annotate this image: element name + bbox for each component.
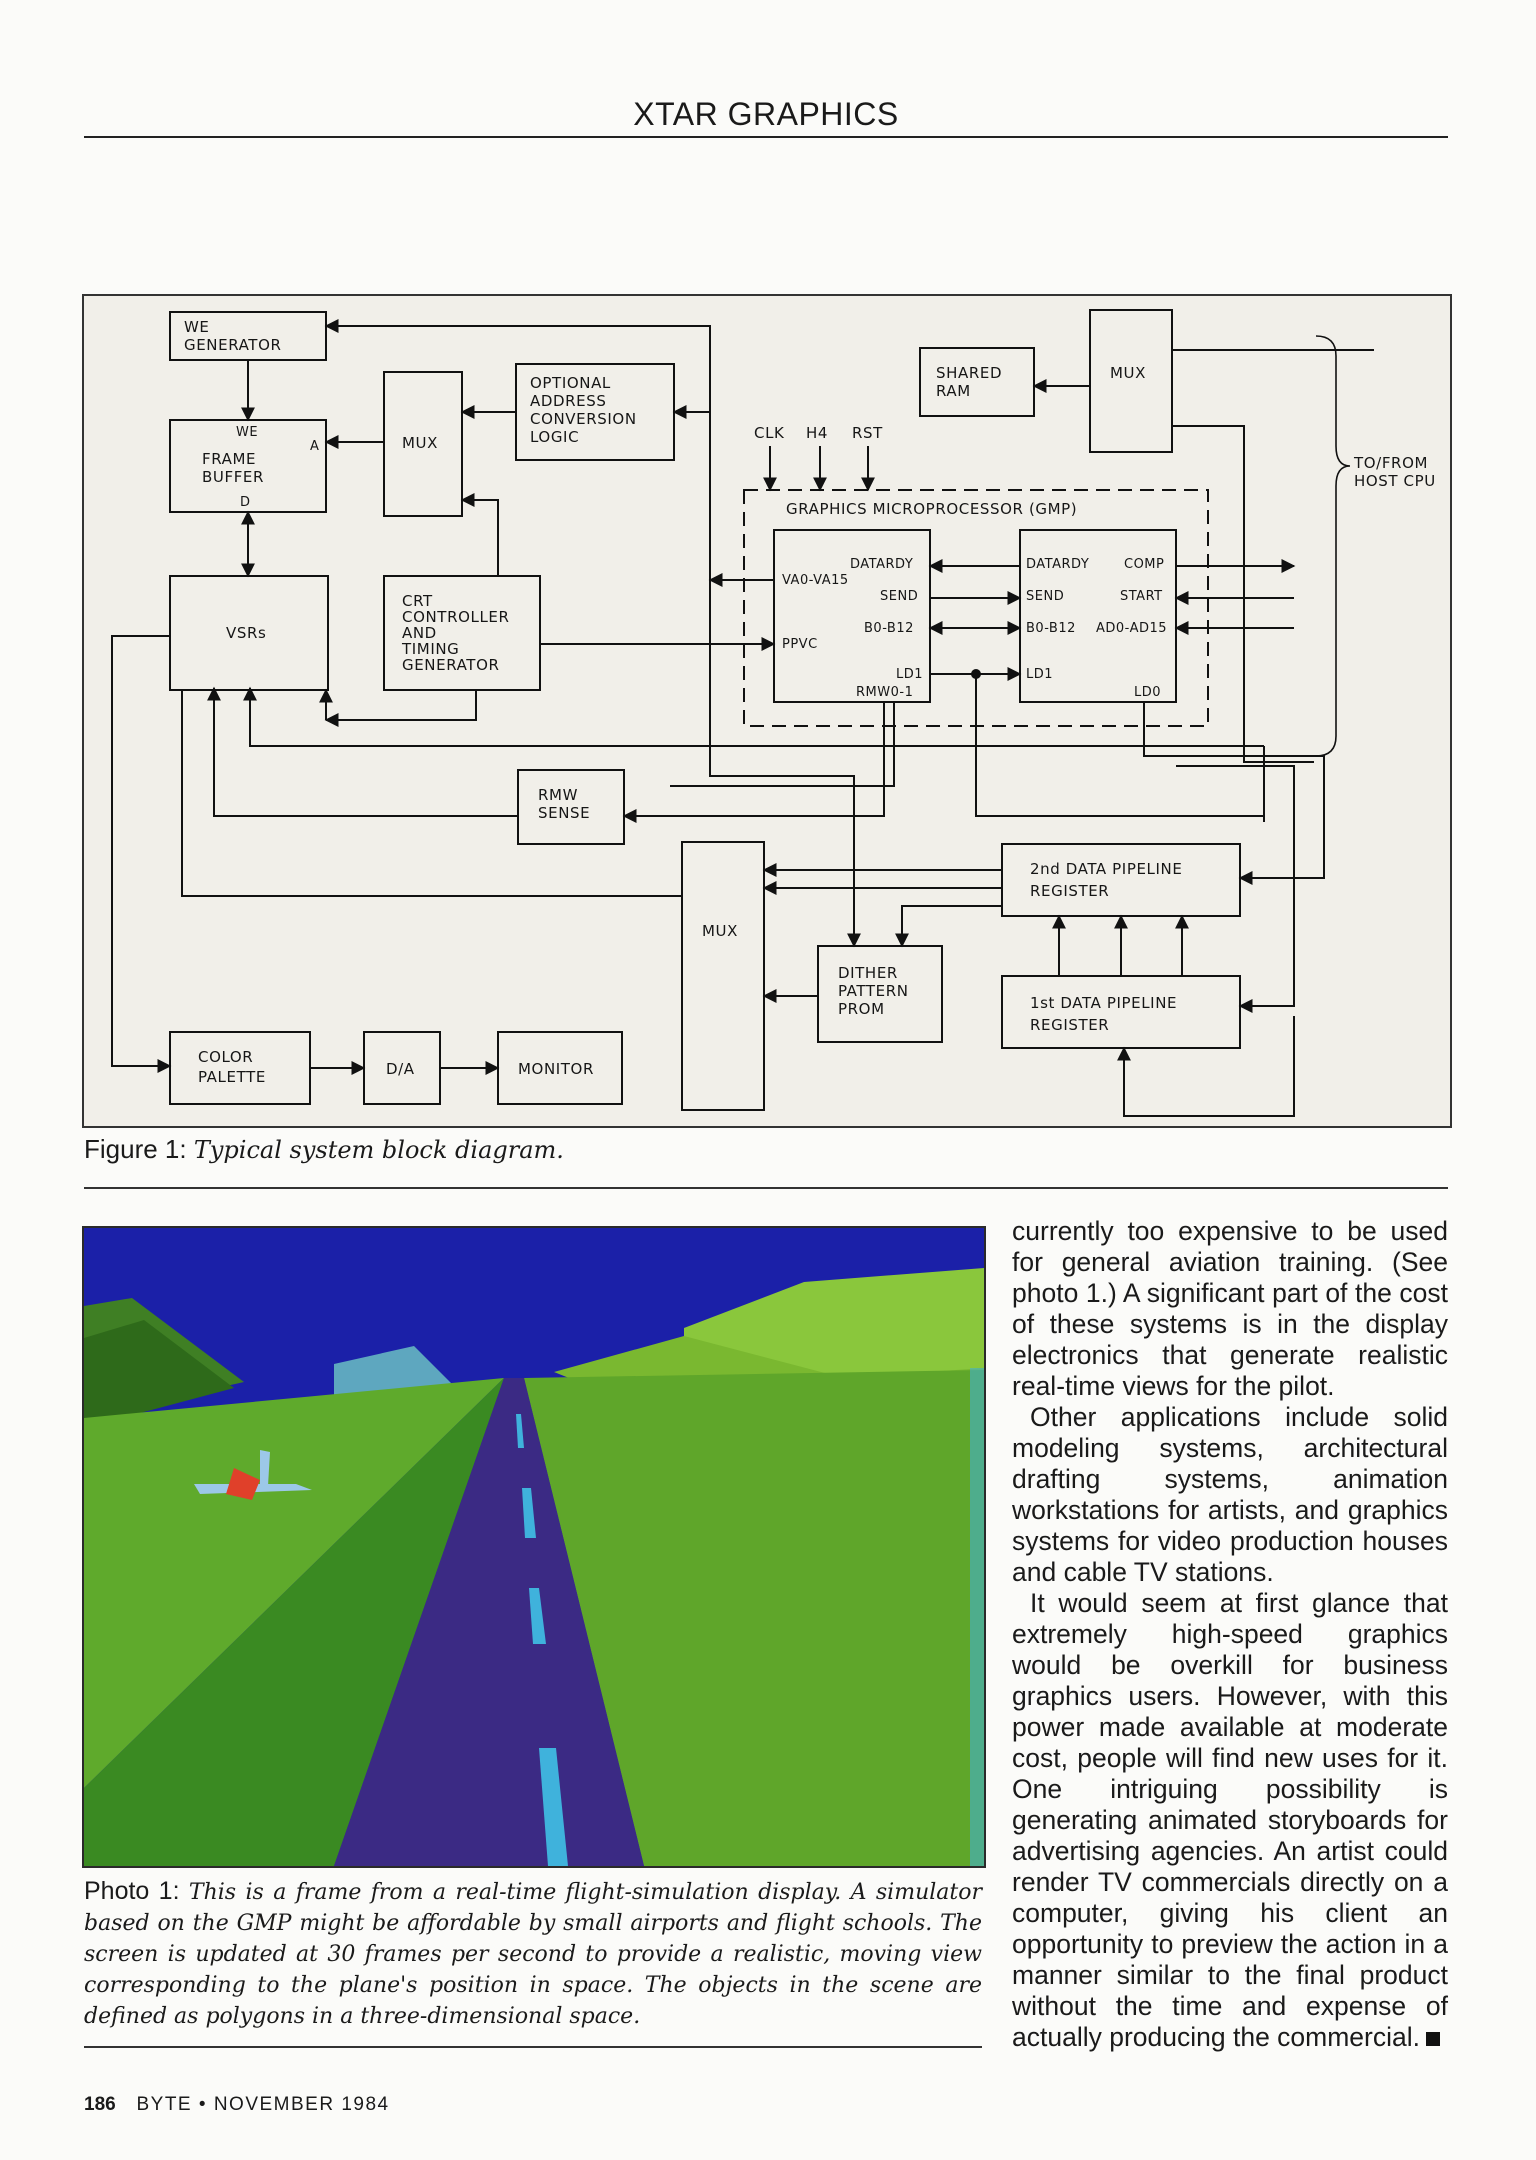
- clk-label: CLK: [754, 424, 785, 442]
- frame-buffer-a-label: A: [310, 439, 319, 454]
- frame-buffer-label-2: BUFFER: [202, 468, 264, 486]
- shared-ram-label-2: RAM: [936, 382, 971, 400]
- crt-label-1: CRT: [402, 592, 433, 610]
- pipeline-1-label-1: 1st DATA PIPELINE: [1030, 994, 1177, 1012]
- figure-1-caption: Figure 1: Typical system block diagram.: [84, 1134, 564, 1165]
- folio-text: BYTE • NOVEMBER 1984: [136, 2094, 390, 2115]
- gmp-left-chip: [773, 529, 931, 703]
- photo-1-caption: Photo 1: This is a frame from a real-tim…: [84, 1876, 982, 2032]
- figure-1-caption-label: Figure 1:: [84, 1134, 187, 1164]
- gmp-left-pin-datardy: DATARDY: [850, 557, 913, 572]
- gmp-left-pin-ld1: LD1: [896, 667, 923, 682]
- gmp-left-pin-ppvc: PPVC: [782, 637, 818, 652]
- body-paragraph-3: It would seem at first glance that extre…: [1012, 1588, 1448, 2052]
- photo-1-caption-label: Photo 1:: [84, 1877, 180, 1905]
- dither-label-2: PATTERN: [838, 982, 909, 1000]
- running-head: XTAR GRAPHICS: [633, 96, 899, 132]
- pipeline-1-block: [1001, 975, 1241, 1049]
- gmp-left-pin-send: SEND: [880, 589, 918, 604]
- flight-sim-scene: [84, 1228, 984, 1866]
- dither-label-3: PROM: [838, 1000, 885, 1018]
- figure-1-block-diagram: WE GENERATOR WE A FRAME BUFFER D MUX OPT…: [82, 294, 1452, 1128]
- frame-buffer-d-label: D: [240, 495, 251, 510]
- h4-label: H4: [806, 424, 828, 442]
- photo-1-flight-simulation: [82, 1226, 986, 1868]
- gmp-right-pin-comp: COMP: [1124, 557, 1164, 572]
- crt-label-3: AND: [402, 624, 437, 642]
- gmp-right-pin-send: SEND: [1026, 589, 1064, 604]
- dither-prom-block: [817, 945, 943, 1043]
- mux-top-label: MUX: [1110, 364, 1146, 382]
- host-cpu-label-2: HOST CPU: [1354, 472, 1436, 490]
- frame-buffer-we-label: WE: [236, 425, 258, 440]
- optional-logic-label-3: CONVERSION: [530, 410, 637, 428]
- gmp-right-chip: [1019, 529, 1177, 703]
- crt-controller-block: [383, 575, 541, 691]
- page-footer: 186 BYTE • NOVEMBER 1984: [84, 2094, 390, 2116]
- rmw-sense-block: [517, 769, 625, 845]
- pipeline-2-label-1: 2nd DATA PIPELINE: [1030, 860, 1182, 878]
- photo-rule: [84, 2046, 982, 2048]
- host-cpu-label-1: TO/FROM: [1353, 454, 1428, 472]
- body-paragraph-1: currently too expensive to be used for g…: [1012, 1216, 1448, 1401]
- color-palette-label-1: COLOR: [198, 1048, 253, 1066]
- pipeline-2-block: [1001, 843, 1241, 917]
- body-paragraph-3-wrap: It would seem at first glance that extre…: [1012, 1588, 1448, 2053]
- optional-logic-label-1: OPTIONAL: [530, 374, 611, 392]
- crt-label-5: GENERATOR: [402, 656, 500, 674]
- frame-buffer-label-1: FRAME: [202, 450, 256, 468]
- rmw-sense-label-1: RMW: [538, 786, 578, 804]
- gmp-right-pin-start: START: [1120, 589, 1163, 604]
- header-rule: [84, 136, 1448, 138]
- dither-label-1: DITHER: [838, 964, 898, 982]
- gmp-right-pin-ld0: LD0: [1134, 685, 1161, 700]
- body-paragraph-2: Other applications include solid modelin…: [1012, 1402, 1448, 1587]
- gmp-title: GRAPHICS MICROPROCESSOR (GMP): [786, 500, 1077, 518]
- gmp-left-pin-b0b12: B0-B12: [864, 621, 914, 636]
- we-generator-label-2: GENERATOR: [184, 336, 282, 354]
- rmw-sense-label-2: SENSE: [538, 804, 590, 822]
- rst-label: RST: [852, 424, 883, 442]
- optional-logic-label-2: ADDRESS: [530, 392, 607, 410]
- mux-left-label: MUX: [402, 434, 438, 452]
- gmp-right-pin-datardy: DATARDY: [1026, 557, 1089, 572]
- gmp-left-pin-va: VA0-VA15: [782, 573, 849, 588]
- crt-label-2: CONTROLLER: [402, 608, 510, 626]
- gmp-right-pin-b0b12: B0-B12: [1026, 621, 1076, 636]
- mux-left-block: [383, 371, 463, 517]
- article-body-column: currently too expensive to be used for g…: [1012, 1216, 1448, 2053]
- gmp-left-pin-rmw: RMW0-1: [856, 685, 913, 700]
- mux-bottom-block: [681, 841, 765, 1111]
- end-of-article-mark: [1426, 2032, 1440, 2046]
- photo-1-caption-text: This is a frame from a real-time flight-…: [84, 1880, 982, 2029]
- da-label: D/A: [386, 1060, 415, 1078]
- figure-rule: [84, 1187, 1448, 1189]
- gmp-right-pin-ld1: LD1: [1026, 667, 1053, 682]
- figure-1-caption-text: Typical system block diagram.: [193, 1136, 564, 1164]
- monitor-label: MONITOR: [518, 1060, 594, 1078]
- pipeline-2-label-2: REGISTER: [1030, 882, 1109, 900]
- we-generator-label-1: WE: [184, 318, 210, 336]
- gmp-right-pin-ad: AD0-AD15: [1096, 621, 1167, 636]
- shared-ram-label-1: SHARED: [936, 364, 1002, 382]
- block-diagram-svg: WE GENERATOR WE A FRAME BUFFER D MUX OPT…: [111, 309, 1436, 1117]
- page-number: 186: [84, 2094, 116, 2115]
- optional-logic-label-4: LOGIC: [530, 428, 579, 446]
- pipeline-1-label-2: REGISTER: [1030, 1016, 1109, 1034]
- mux-top-block: [1089, 309, 1173, 453]
- vsrs-label: VSRs: [226, 624, 266, 642]
- crt-label-4: TIMING: [401, 640, 459, 658]
- mux-bottom-label: MUX: [702, 922, 738, 940]
- color-palette-label-2: PALETTE: [198, 1068, 266, 1086]
